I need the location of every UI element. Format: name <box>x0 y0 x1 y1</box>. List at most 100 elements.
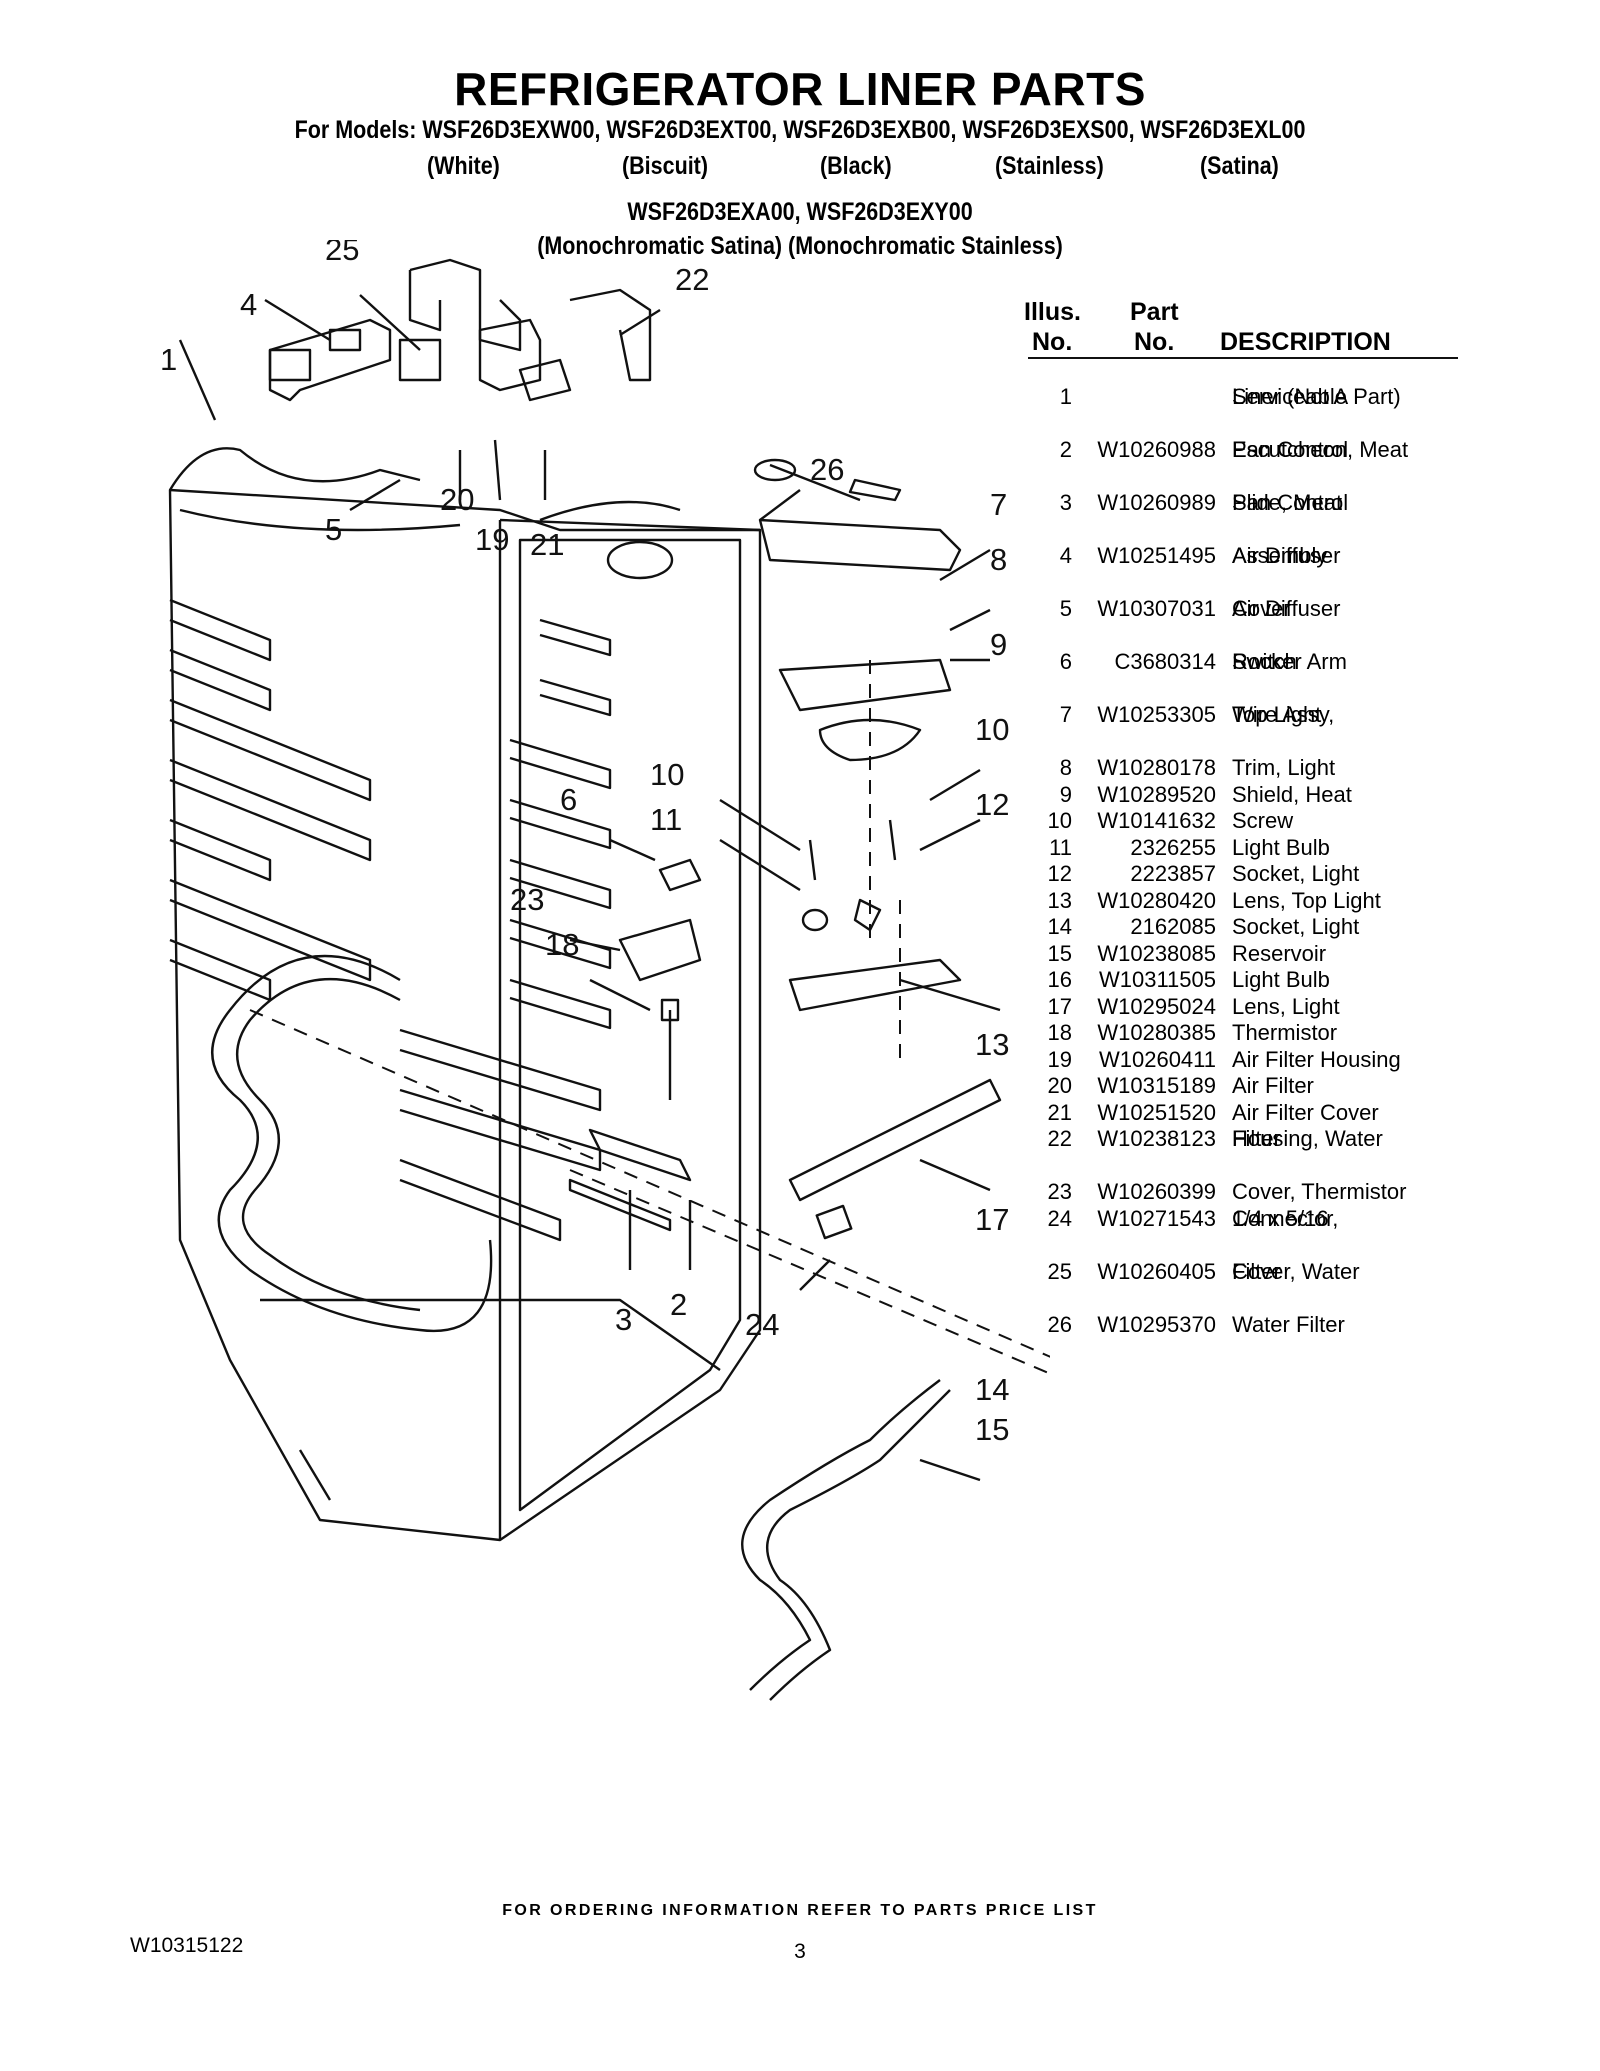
illus-number: 2 <box>1059 437 1072 462</box>
part-number: W10311505 <box>1098 967 1216 992</box>
part-description: Escutcheon, Meat <box>1232 437 1409 462</box>
callout-17: 17 <box>975 1202 1009 1237</box>
color-label: (White) <box>427 152 500 180</box>
part-description: Air Filter Cover <box>1232 1099 1379 1125</box>
illus-number: 22 <box>1047 1126 1072 1151</box>
callout-23: 23 <box>510 882 544 917</box>
models-line-2: WSF26D3EXA00, WSF26D3EXY00 <box>627 198 973 226</box>
part-number: 2326255 <box>1130 834 1216 860</box>
col-head-part: Part <box>1130 298 1179 326</box>
illus-number: 12 <box>1047 861 1072 886</box>
part-description: Serviceable Part) <box>1232 384 1401 409</box>
meat-pan-slide-drawing <box>568 1128 692 1232</box>
part-number: W10260399 <box>1097 1179 1216 1204</box>
part-description: Air Filter <box>1232 1073 1314 1098</box>
part-description: Screw <box>1232 808 1294 833</box>
models-line: For Models: WSF26D3EXW00, WSF26D3EXT00, … <box>294 116 1306 144</box>
part-number: W10251520 <box>1097 1099 1216 1125</box>
part-description: Air Diffuser <box>1232 596 1341 621</box>
part-number: W10295024 <box>1097 993 1216 1019</box>
callout-24: 24 <box>745 1307 779 1342</box>
part-description: Shield, Heat <box>1232 781 1352 807</box>
illus-number: 5 <box>1059 596 1072 621</box>
illus-number: 4 <box>1059 543 1072 568</box>
part-number: W10260405 <box>1097 1258 1216 1284</box>
callout-14b: 14 <box>975 1372 1009 1407</box>
part-number: W10289520 <box>1097 781 1216 807</box>
water-filter-cover-drawing <box>408 258 522 352</box>
reservoir-drawing <box>741 1204 951 1701</box>
document-number: W10315122 <box>130 1934 244 1957</box>
callout-18: 18 <box>545 927 579 962</box>
part-description: Connector, <box>1232 1205 1339 1231</box>
illus-number: 13 <box>1047 887 1072 913</box>
part-number: W10141632 <box>1097 808 1216 833</box>
callout-22: 22 <box>675 262 709 297</box>
illus-number: 7 <box>1059 702 1072 727</box>
part-description: Slide, Meat <box>1232 490 1343 515</box>
illus-number: 20 <box>1047 1073 1072 1098</box>
air-diffuser-drawing <box>268 318 392 402</box>
illus-number: 15 <box>1047 940 1072 966</box>
part-description: Thermistor <box>1232 1020 1338 1045</box>
part-number: W10280420 <box>1097 887 1216 913</box>
part-description: Liner (Not A <box>1232 384 1349 409</box>
callout-19: 19 <box>475 522 509 557</box>
filter-housing-drawing <box>398 288 652 402</box>
part-description: Wire Assy, <box>1232 702 1335 727</box>
col-head-description: DESCRIPTION <box>1220 328 1391 356</box>
page-title: REFRIGERATOR LINER PARTS <box>454 63 1146 115</box>
part-number: W10271543 <box>1097 1205 1216 1231</box>
illus-number: 3 <box>1059 490 1072 515</box>
illus-number: 14 <box>1047 914 1072 939</box>
callout-26: 26 <box>810 452 844 487</box>
part-description: Cover <box>1232 596 1291 621</box>
part-description: Light Bulb <box>1232 834 1330 860</box>
part-number: W10260988 <box>1097 437 1216 462</box>
part-description: Socket, Light <box>1232 914 1360 939</box>
callout-6: 6 <box>560 782 577 817</box>
part-description: Water Filter <box>1232 1311 1345 1337</box>
part-number: W10295370 <box>1097 1311 1216 1337</box>
part-description: Housing, Water <box>1232 1126 1383 1151</box>
part-number: 2223857 <box>1130 861 1216 886</box>
ordering-note: FOR ORDERING INFORMATION REFER TO PARTS … <box>502 1902 1098 1919</box>
callout-2: 2 <box>670 1287 687 1322</box>
callout-7: 7 <box>990 487 1007 522</box>
illus-number: 24 <box>1047 1205 1072 1231</box>
callout-12: 12 <box>975 787 1009 822</box>
part-number: W10251495 <box>1097 543 1216 568</box>
callout-25: 25 <box>325 240 359 267</box>
part-description: Air Diffuser <box>1232 543 1341 568</box>
part-description: Assembly <box>1232 543 1328 568</box>
illus-number: 18 <box>1047 1020 1072 1045</box>
illus-number: 26 <box>1047 1311 1072 1337</box>
parts-diagram: 1 2 3 4 5 6 7 8 9 10 10 11 12 13 14 14 1… <box>160 240 1050 1701</box>
callout-15: 15 <box>975 1412 1009 1447</box>
callout-5: 5 <box>325 512 342 547</box>
part-description: 1/4 x 5/16 <box>1232 1205 1329 1231</box>
callout-11: 11 <box>650 802 682 837</box>
illus-number: 25 <box>1047 1258 1072 1284</box>
part-description: Light Bulb <box>1232 967 1330 992</box>
colors-line-2: (Monochromatic Satina) (Monochromatic St… <box>537 232 1063 260</box>
part-description: Air Filter Housing <box>1232 1046 1401 1072</box>
part-description: Reservoir <box>1232 940 1327 966</box>
part-description: Socket, Light <box>1232 861 1360 886</box>
illus-number: 23 <box>1047 1179 1072 1204</box>
illus-number: 9 <box>1059 781 1072 807</box>
part-description: Trim, Light <box>1232 755 1336 780</box>
illus-number: 16 <box>1047 967 1072 992</box>
callout-10: 10 <box>650 757 684 792</box>
part-number: W10280385 <box>1097 1020 1216 1045</box>
callout-3: 3 <box>615 1302 632 1337</box>
part-description: Switch <box>1232 649 1297 674</box>
color-label: (Stainless) <box>995 152 1104 180</box>
part-description: Pan Control <box>1232 437 1349 462</box>
table-rule <box>1028 357 1458 359</box>
callout-20: 20 <box>440 482 474 517</box>
illus-number: 1 <box>1059 384 1072 409</box>
part-description: Filter <box>1232 1258 1281 1284</box>
callout-9: 9 <box>990 627 1007 662</box>
illus-number: 17 <box>1047 993 1072 1019</box>
